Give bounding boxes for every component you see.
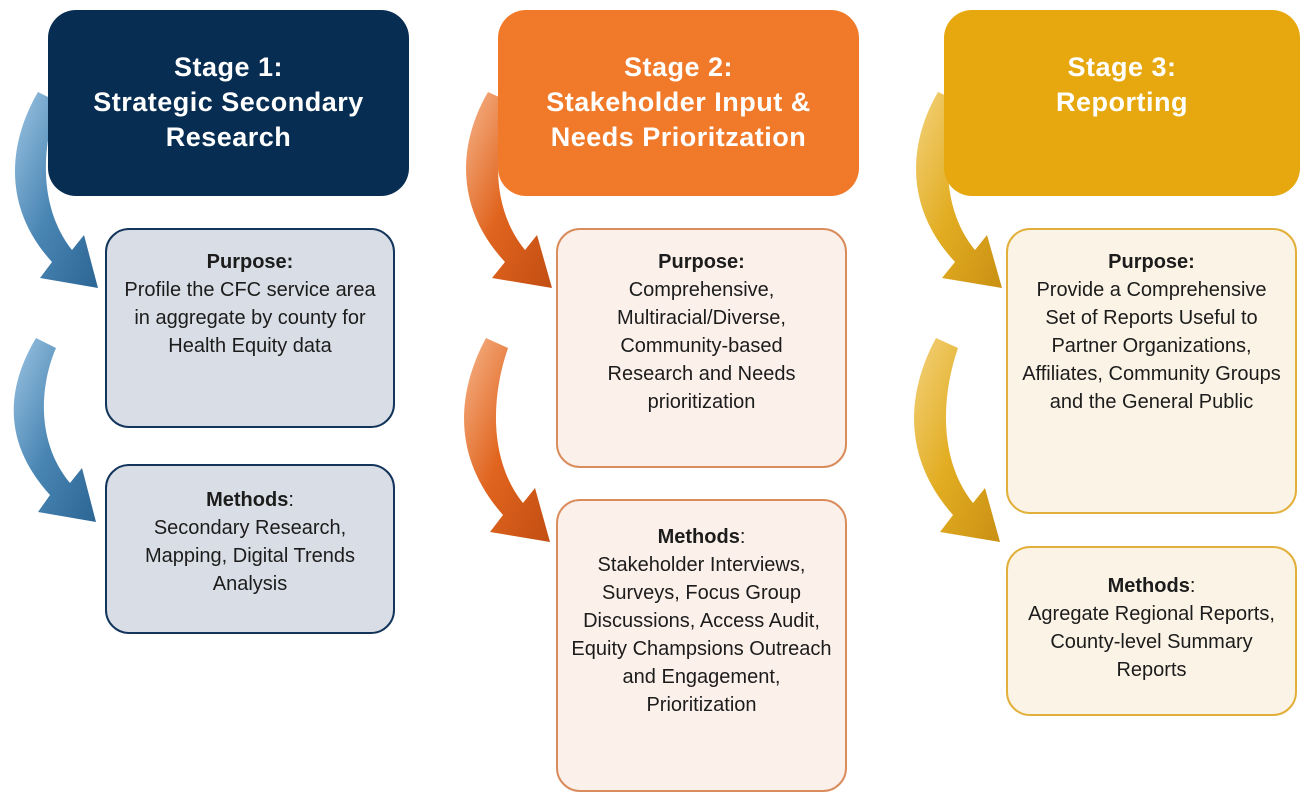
stage1-arrow-lower bbox=[13, 338, 96, 522]
stage2-methods-card: Methods: Stakeholder Interviews, Surveys… bbox=[556, 499, 847, 792]
stage1-purpose-label: Purpose: bbox=[206, 251, 294, 273]
stage2-purpose-text: Comprehensive, Multiracial/Diverse, Comm… bbox=[607, 279, 796, 413]
stage2-title-line2: Stakeholder Input & bbox=[546, 87, 811, 117]
stage2-methods-text: Stakeholder Interviews, Surveys, Focus G… bbox=[571, 554, 832, 716]
stage3-methods-colon: : bbox=[1189, 575, 1196, 597]
stage3-methods-label: Methods bbox=[1107, 575, 1190, 597]
stage1-purpose-text: Profile the CFC service area in aggregat… bbox=[124, 279, 376, 357]
stage1-header: Stage 1: Strategic Secondary Research bbox=[48, 10, 409, 196]
stage2-title-line3: Needs Prioritzation bbox=[550, 122, 807, 152]
stage1-methods-card: Methods: Secondary Research, Mapping, Di… bbox=[105, 464, 395, 634]
stage3-purpose-text: Provide a Comprehensive Set of Reports U… bbox=[1022, 279, 1281, 413]
stage2-methods-label: Methods bbox=[657, 526, 740, 548]
stage3-arrow-lower bbox=[914, 338, 1000, 542]
stage3-purpose-card: Purpose: Provide a Comprehensive Set of … bbox=[1006, 228, 1297, 514]
stage1-purpose-card: Purpose: Profile the CFC service area in… bbox=[105, 228, 395, 428]
stage3-header: Stage 3: Reporting bbox=[944, 10, 1300, 196]
stage1-methods-text: Secondary Research, Mapping, Digital Tre… bbox=[144, 517, 356, 595]
stage2-arrow-upper bbox=[466, 92, 552, 288]
stage3-methods-text: Agregate Regional Reports, County-level … bbox=[1028, 603, 1275, 681]
stage2-arrow-lower bbox=[464, 338, 550, 542]
stage1-title-line2: Strategic Secondary bbox=[93, 87, 364, 117]
stage2-title-line1: Stage 2: bbox=[623, 52, 734, 82]
stage2-purpose-label: Purpose: bbox=[658, 251, 745, 273]
stage3-title-line2: Reporting bbox=[1056, 87, 1188, 117]
stage3-arrow-upper bbox=[916, 92, 1002, 288]
stage1-title-line1: Stage 1: bbox=[173, 52, 284, 82]
stage3-purpose-label: Purpose: bbox=[1108, 251, 1195, 273]
stage1-methods-colon: : bbox=[288, 489, 294, 511]
stage1-methods-label: Methods bbox=[206, 489, 289, 511]
stage1-arrow-upper bbox=[14, 92, 98, 288]
stage3-methods-card: Methods: Agregate Regional Reports, Coun… bbox=[1006, 546, 1297, 716]
stage3-title-line1: Stage 3: bbox=[1067, 52, 1177, 82]
stage2-purpose-card: Purpose: Comprehensive, Multiracial/Dive… bbox=[556, 228, 847, 468]
stage2-methods-colon: : bbox=[739, 526, 746, 548]
stage1-title-line3: Research bbox=[165, 122, 292, 152]
stage2-header: Stage 2: Stakeholder Input & Needs Prior… bbox=[498, 10, 859, 196]
